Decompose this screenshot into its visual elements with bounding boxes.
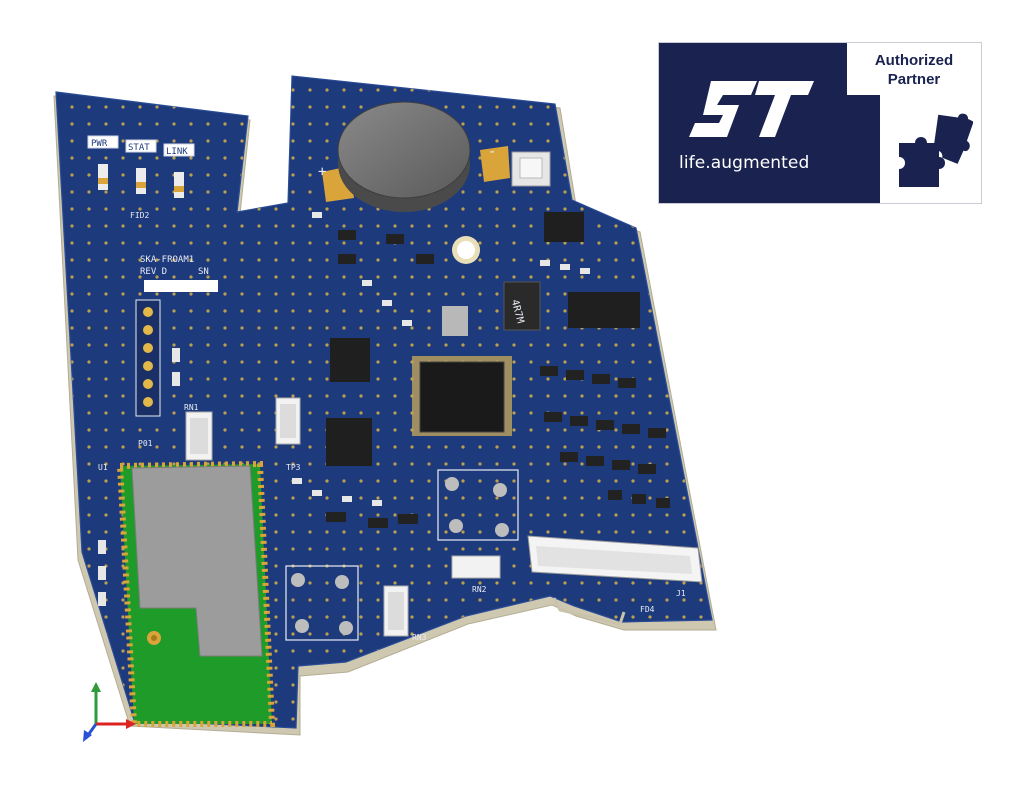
badge-navy-step	[847, 95, 880, 203]
silk-model: SKA-FROAM1	[140, 255, 194, 265]
silk-rev: REV D	[140, 267, 167, 277]
connector-small	[451, 555, 501, 579]
fpc-connector	[527, 535, 703, 583]
connector-rn2	[275, 397, 301, 445]
tactile-switch-bottom	[285, 565, 359, 641]
rn3-designator: RN3	[412, 633, 427, 642]
ic-soic	[544, 212, 640, 328]
coin-battery	[322, 101, 510, 212]
st-logo-icon	[689, 81, 814, 137]
led-group	[87, 135, 195, 198]
led-label-pwr: PWR	[91, 139, 108, 149]
fid-designator: FID2	[130, 211, 149, 220]
mounting-hole	[452, 236, 480, 264]
tp-designator: TP3	[286, 463, 301, 472]
led-label-stat: STAT	[128, 143, 150, 153]
module-designator: U1	[98, 463, 108, 472]
j1-designator: J1	[676, 589, 686, 598]
battery-minus-mark: -	[488, 144, 496, 160]
passive-array	[98, 212, 590, 606]
rf-pad-designator: P01	[138, 439, 153, 448]
rf-module	[116, 460, 276, 727]
axis-triad-icon	[83, 682, 136, 742]
rn2-designator: RN2	[472, 585, 487, 594]
silk-sn: SN	[198, 267, 209, 277]
connector-rn3	[383, 585, 409, 637]
badge-label-line1: Authorized	[874, 52, 954, 69]
mcu-chip	[412, 356, 512, 436]
tactile-switch-top	[437, 469, 519, 541]
push-button	[511, 151, 551, 187]
crystal	[442, 306, 468, 336]
pin-header	[135, 299, 161, 417]
battery-plus-mark: +	[318, 164, 326, 180]
badge-label: Authorized Partner	[849, 51, 979, 89]
fd4-designator: FD4	[640, 605, 655, 614]
serial-label-strip	[144, 280, 218, 292]
badge-navy-panel: life.augmented	[659, 43, 847, 203]
badge-tagline: life.augmented	[679, 153, 810, 173]
rn1-designator: RN1	[184, 403, 199, 412]
led-label-link: LINK	[166, 147, 188, 157]
component-array	[326, 230, 670, 528]
ic-inductor	[503, 281, 541, 331]
badge-label-line2: Partner	[887, 71, 941, 88]
st-partner-badge: life.augmented Authorized Partner	[658, 42, 982, 204]
ic-left	[326, 338, 372, 466]
connector-rn1	[185, 411, 213, 461]
puzzle-icon	[899, 113, 973, 187]
